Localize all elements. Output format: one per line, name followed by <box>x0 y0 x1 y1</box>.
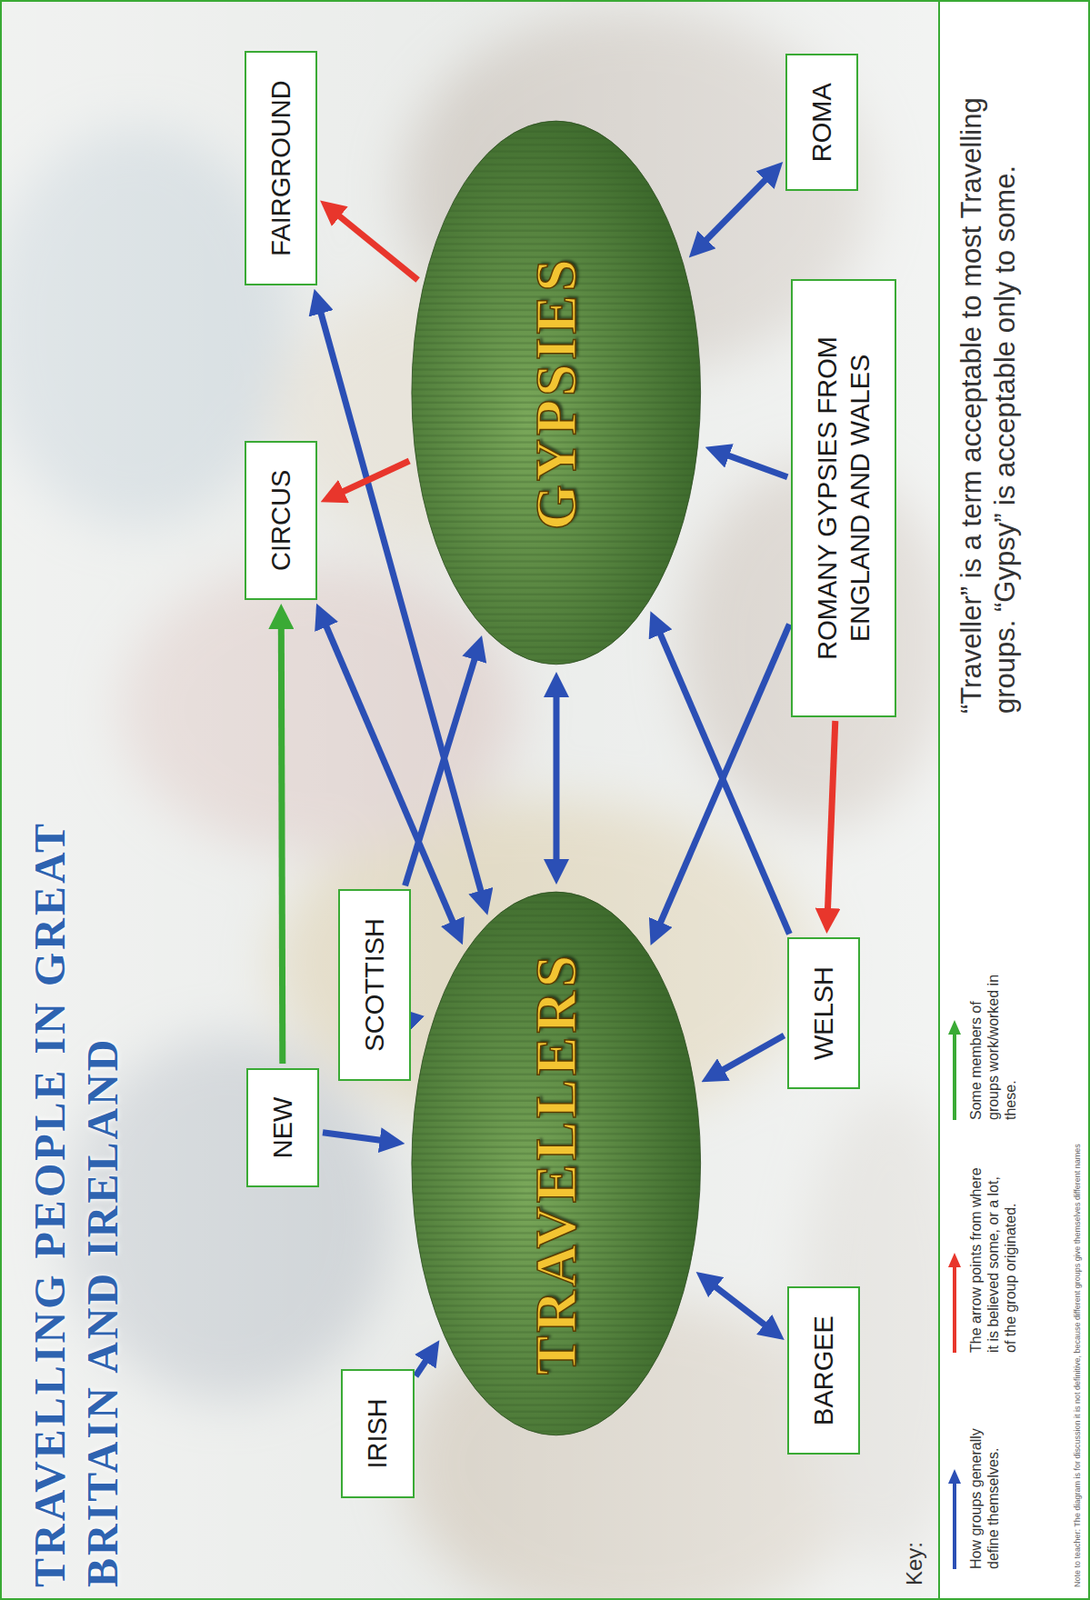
ellipse-label: TRAVELLERS <box>522 951 590 1376</box>
group-box: SCOTTISH <box>338 889 411 1081</box>
box-label: ROMANY GYPSIES FROM ENGLAND AND WALES <box>810 308 878 690</box>
group-box: WELSH <box>787 937 860 1090</box>
box-label: FAIRGROUND <box>264 80 298 256</box>
box-label: WELSH <box>807 966 840 1060</box>
group-box: ROMA <box>785 53 859 191</box>
legend-item: Some members of groups work/worked in th… <box>947 960 1020 1120</box>
box-label: IRISH <box>360 1398 394 1469</box>
group-box: CIRCUS <box>244 440 318 600</box>
legend-item: How groups generally define themselves. <box>947 1400 1002 1570</box>
legend-text: The arrow points from where it is believ… <box>967 1166 1020 1353</box>
connector-arrow <box>553 690 560 868</box>
ellipse-texture <box>411 120 701 665</box>
connector-arrow <box>657 624 790 930</box>
box-label: ROMA <box>805 82 839 162</box>
connector-arrow <box>336 460 410 495</box>
ellipse-fill <box>411 120 701 665</box>
group-box: FAIRGROUND <box>244 50 318 285</box>
legend-text: Some members of groups work/worked in th… <box>967 960 1020 1120</box>
diagram-title: TRAVELLING PEOPLE IN GREAT BRITAIN AND I… <box>23 805 129 1588</box>
connector-arrow <box>710 1282 770 1330</box>
connector-arrow <box>405 652 478 887</box>
connector-arrow <box>280 621 283 1064</box>
connector-arrow <box>717 1035 785 1074</box>
legend-arrow-swatch <box>947 1467 962 1570</box>
legend-text: How groups generally define themselves. <box>967 1400 1002 1570</box>
connector-arrow <box>323 620 456 930</box>
group-box: IRISH <box>340 1369 414 1498</box>
group-box: NEW <box>246 1068 320 1189</box>
box-label: SCOTTISH <box>358 918 391 1052</box>
legend-arrow-swatch <box>947 1018 962 1120</box>
connector-arrow <box>827 720 836 916</box>
connector-arrow <box>701 174 771 245</box>
ellipse-fill <box>411 891 701 1436</box>
ellipse-label: GYPSIES <box>522 255 590 530</box>
footnote-text: “Traveller” is a term acceptable to most… <box>954 36 1022 714</box>
teacher-note: Note to teacher: The diagram is for disc… <box>1072 1143 1083 1588</box>
connector-arrow <box>322 1132 388 1142</box>
ellipse-texture <box>411 891 701 1436</box>
key-heading: Key: <box>901 1541 929 1586</box>
group-box: BARGEE <box>787 1286 860 1455</box>
group-ellipse: TRAVELLERS <box>408 887 705 1439</box>
box-label: CIRCUS <box>264 470 298 571</box>
box-label: BARGEE <box>807 1315 840 1426</box>
legend-item: The arrow points from where it is believ… <box>947 1166 1020 1353</box>
connector-arrow <box>721 453 788 478</box>
group-box: ROMANY GYPSIES FROM ENGLAND AND WALES <box>790 279 898 719</box>
connector-arrow <box>415 1355 430 1377</box>
group-ellipse: GYPSIES <box>408 117 705 669</box>
connector-arrow <box>333 211 418 280</box>
legend-arrow-swatch <box>947 1250 962 1353</box>
box-label: NEW <box>266 1097 300 1160</box>
